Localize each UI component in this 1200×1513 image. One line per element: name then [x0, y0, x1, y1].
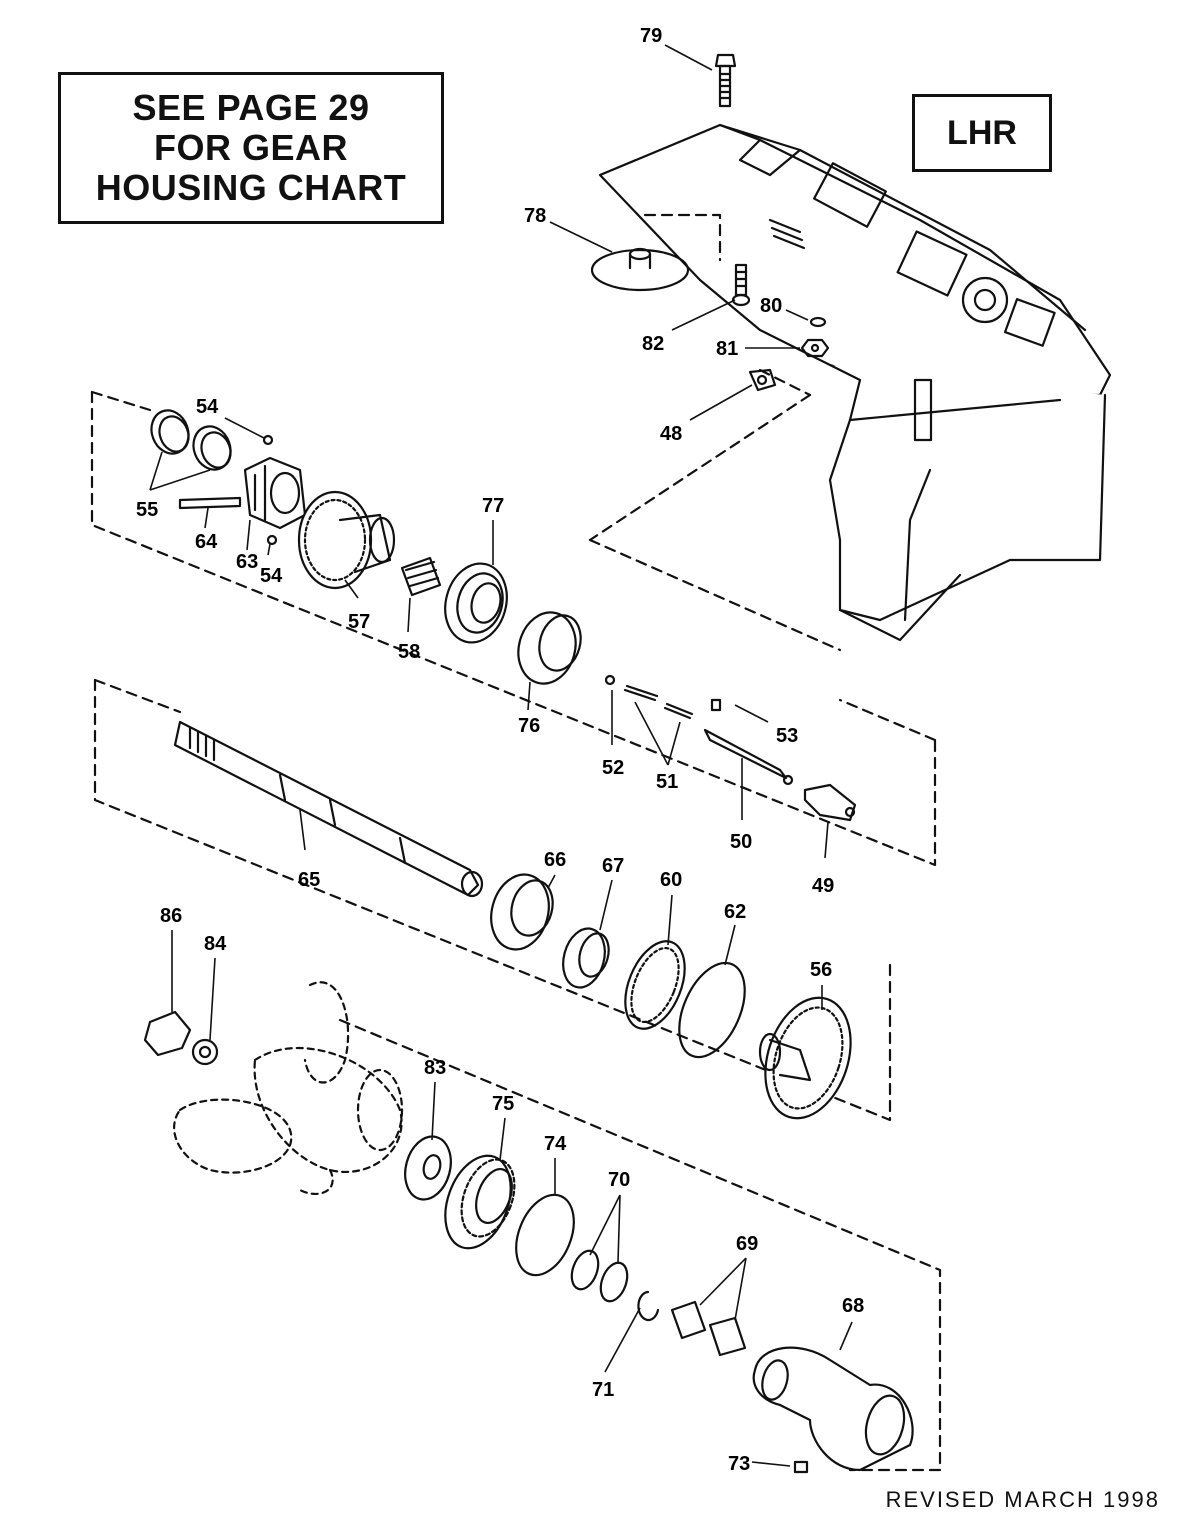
- dashed-guides-top: [588, 213, 842, 652]
- pin-64: [178, 496, 242, 510]
- callout-77: 77: [482, 495, 504, 517]
- callout-74: 74: [544, 1133, 567, 1155]
- tab-washer-74: [515, 1193, 575, 1277]
- anode-plate-78: [590, 247, 690, 292]
- pin-53: [710, 698, 722, 712]
- tab-washer-84: [191, 1038, 219, 1066]
- clip-48: [748, 368, 777, 392]
- ball-52: [604, 674, 616, 686]
- propeller-nut-86: [143, 1010, 192, 1057]
- callout-54-bottom: 54: [260, 565, 283, 587]
- dashed-box-shaft-group: [93, 678, 892, 1122]
- washer-80: [809, 316, 827, 328]
- callout-82: 82: [642, 333, 664, 355]
- spring-rings-55: [150, 409, 232, 471]
- callout-68: 68: [842, 1295, 864, 1317]
- propeller-phantom: [173, 981, 404, 1195]
- callout-55: 55: [136, 499, 158, 521]
- callout-66: 66: [544, 849, 566, 871]
- callout-81: 81: [716, 338, 738, 360]
- callout-60: 60: [660, 869, 682, 891]
- leader-lines: [149, 44, 853, 1467]
- callout-56: 56: [810, 959, 832, 981]
- callout-71: 71: [592, 1379, 614, 1401]
- springs-51: [623, 684, 694, 720]
- callout-79: 79: [640, 25, 662, 47]
- callout-80: 80: [760, 295, 782, 317]
- callout-65: 65: [298, 869, 320, 891]
- thrust-hub-83: [404, 1135, 452, 1201]
- bearing-58: [400, 556, 442, 597]
- ball-bearing-77: [444, 562, 508, 644]
- callout-54-top: 54: [196, 396, 219, 418]
- ball-54-top: [262, 434, 274, 446]
- note-line-3: HOUSING CHART: [95, 167, 407, 208]
- propeller-shaft-65: [173, 720, 484, 898]
- housing-chart-note: SEE PAGE 29 FOR GEAR HOUSING CHART: [58, 72, 444, 224]
- gear-housing: [598, 123, 1112, 642]
- note-line-1: SEE PAGE 29: [132, 87, 370, 128]
- callout-86: 86: [160, 905, 182, 927]
- callout-49: 49: [812, 875, 834, 897]
- callout-83: 83: [424, 1057, 446, 1079]
- callout-labels: 79 78 82 80 81 48 54 55 64 63 54 57 58 7…: [136, 25, 864, 1475]
- callout-50: 50: [730, 831, 752, 853]
- callout-51: 51: [656, 771, 678, 793]
- needle-bearings-69: [670, 1300, 747, 1357]
- callout-78: 78: [524, 205, 546, 227]
- seals-70: [570, 1249, 629, 1303]
- callout-63: 63: [236, 551, 258, 573]
- callout-64: 64: [195, 531, 218, 553]
- cam-follower-50: [703, 728, 794, 786]
- ball-54-bottom: [266, 534, 278, 546]
- o-ring-62: [678, 961, 746, 1059]
- forward-gear-56: [758, 996, 852, 1120]
- key-73: [793, 1460, 809, 1474]
- reverse-gear-57: [297, 490, 396, 590]
- screw-82: [731, 263, 751, 307]
- bearing-carrier-68: [752, 1346, 914, 1472]
- note-line-2: FOR GEAR: [153, 127, 348, 168]
- clutch-63: [243, 456, 307, 530]
- dashed-box-carrier-group: [338, 1018, 942, 1472]
- retaining-ring-71: [637, 1290, 660, 1322]
- callout-67: 67: [602, 855, 624, 877]
- race-76: [517, 611, 582, 685]
- callout-69: 69: [736, 1233, 758, 1255]
- rotation-tag: LHR: [912, 94, 1052, 172]
- callout-73: 73: [728, 1453, 750, 1475]
- thrust-bearing-60: [624, 940, 686, 1030]
- callout-52: 52: [602, 757, 624, 779]
- callout-57: 57: [348, 611, 370, 633]
- callout-62: 62: [724, 901, 746, 923]
- bolt-79: [714, 53, 737, 108]
- callout-58: 58: [398, 641, 420, 663]
- needle-bearing-67: [562, 927, 610, 989]
- rotation-tag-label: LHR: [947, 113, 1017, 152]
- revision-footer: REVISED MARCH 1998: [885, 1487, 1160, 1512]
- nut-81: [800, 338, 830, 358]
- callout-70: 70: [608, 1169, 630, 1191]
- callout-53: 53: [776, 725, 798, 747]
- roller-bearing-75: [444, 1154, 516, 1250]
- bearing-cup-66: [490, 873, 554, 951]
- callout-48: 48: [660, 423, 682, 445]
- callout-84: 84: [204, 933, 227, 955]
- callout-76: 76: [518, 715, 540, 737]
- callout-75: 75: [492, 1093, 514, 1115]
- dashed-box-clutch-group: [90, 390, 937, 867]
- shift-cam-49: [803, 783, 857, 822]
